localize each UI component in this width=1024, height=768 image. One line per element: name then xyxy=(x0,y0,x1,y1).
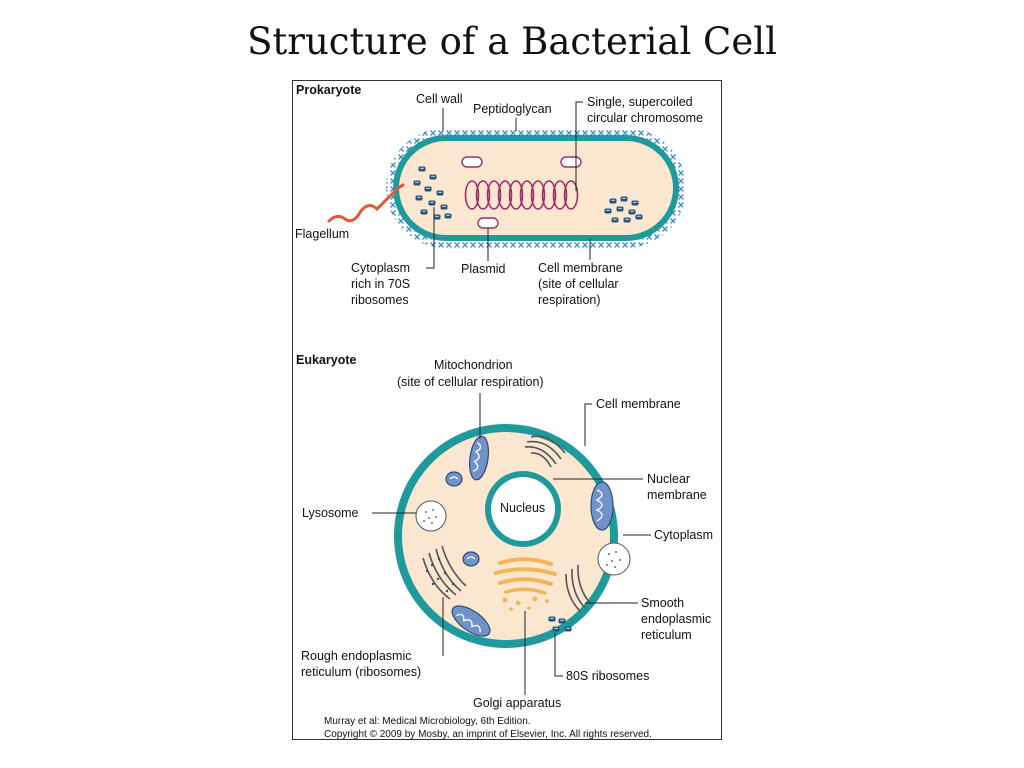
label-rough-er-line2: reticulum (ribosomes) xyxy=(301,665,421,679)
label-mitochondrion-line2: (site of cellular respiration) xyxy=(397,375,544,389)
label-golgi-apparatus: Golgi apparatus xyxy=(473,696,561,710)
golgi-vesicles xyxy=(502,596,549,611)
label-plasmid: Plasmid xyxy=(461,262,506,276)
label-cytoplasm-line3: ribosomes xyxy=(351,293,409,307)
leader-cytoplasm xyxy=(426,207,435,269)
prokaryote-cytoplasm xyxy=(399,141,673,235)
smooth-er-top xyxy=(524,435,566,468)
label-rough-er-line1: Rough endoplasmic xyxy=(301,649,412,663)
slide-title: Structure of a Bacterial Cell xyxy=(247,20,777,63)
label-nuclear-membrane-line1: Nuclear xyxy=(647,472,690,486)
golgi-apparatus xyxy=(494,557,557,595)
label-cytoplasm-line1: Cytoplasm xyxy=(351,261,410,275)
label-cell-wall: Cell wall xyxy=(416,92,463,106)
chromosome xyxy=(464,180,579,210)
label-mitochondrion-line1: Mitochondrion xyxy=(434,358,513,372)
cell-structure-figure: Prokaryote xyxy=(292,80,722,740)
label-eukaryote-cell-membrane: Cell membrane xyxy=(596,397,681,411)
eukaryote-cell xyxy=(394,424,631,648)
flagellum xyxy=(327,183,405,223)
label-cell-membrane-line1: Cell membrane xyxy=(538,261,623,275)
label-cell-membrane-line2: (site of cellular xyxy=(538,277,619,291)
label-lysosome: Lysosome xyxy=(302,506,359,520)
label-cytoplasm-line2: rich in 70S xyxy=(351,277,410,291)
label-nuclear-membrane-line2: membrane xyxy=(647,488,707,502)
prokaryote-heading: Prokaryote xyxy=(296,83,361,97)
label-cell-membrane-line3: respiration) xyxy=(538,293,601,307)
label-chromosome-line2: circular chromosome xyxy=(587,111,703,125)
label-80s-ribosomes: 80S ribosomes xyxy=(566,669,649,683)
leader-chromosome xyxy=(575,101,583,191)
cell-diagram: Prokaryote xyxy=(295,83,713,740)
label-eukaryote-cytoplasm: Cytoplasm xyxy=(654,528,713,542)
label-nucleus: Nucleus xyxy=(500,501,545,515)
eukaryote-heading: Eukaryote xyxy=(296,353,356,367)
caption-line1: Murray et al: Medical Microbiology, 6th … xyxy=(324,716,531,727)
label-flagellum: Flagellum xyxy=(295,227,349,241)
lysosomes xyxy=(415,500,631,576)
label-smooth-er-line2: endoplasmic xyxy=(641,612,711,626)
label-chromosome-line1: Single, supercoiled xyxy=(587,95,693,109)
rough-er-ribosomes xyxy=(425,557,455,593)
smooth-er-right xyxy=(565,564,592,612)
label-smooth-er-line3: reticulum xyxy=(641,628,692,642)
label-smooth-er-line1: Smooth xyxy=(641,596,684,610)
prokaryote-cell xyxy=(327,128,686,248)
mitochondria xyxy=(445,435,614,637)
label-peptidoglycan: Peptidoglycan xyxy=(473,102,552,116)
caption-line2: Copyright © 2009 by Mosby, an imprint of… xyxy=(324,729,652,740)
leader-eukaryote-cell-membrane xyxy=(584,403,592,446)
leader-80s-ribosomes xyxy=(554,633,563,677)
nucleus xyxy=(491,477,555,541)
